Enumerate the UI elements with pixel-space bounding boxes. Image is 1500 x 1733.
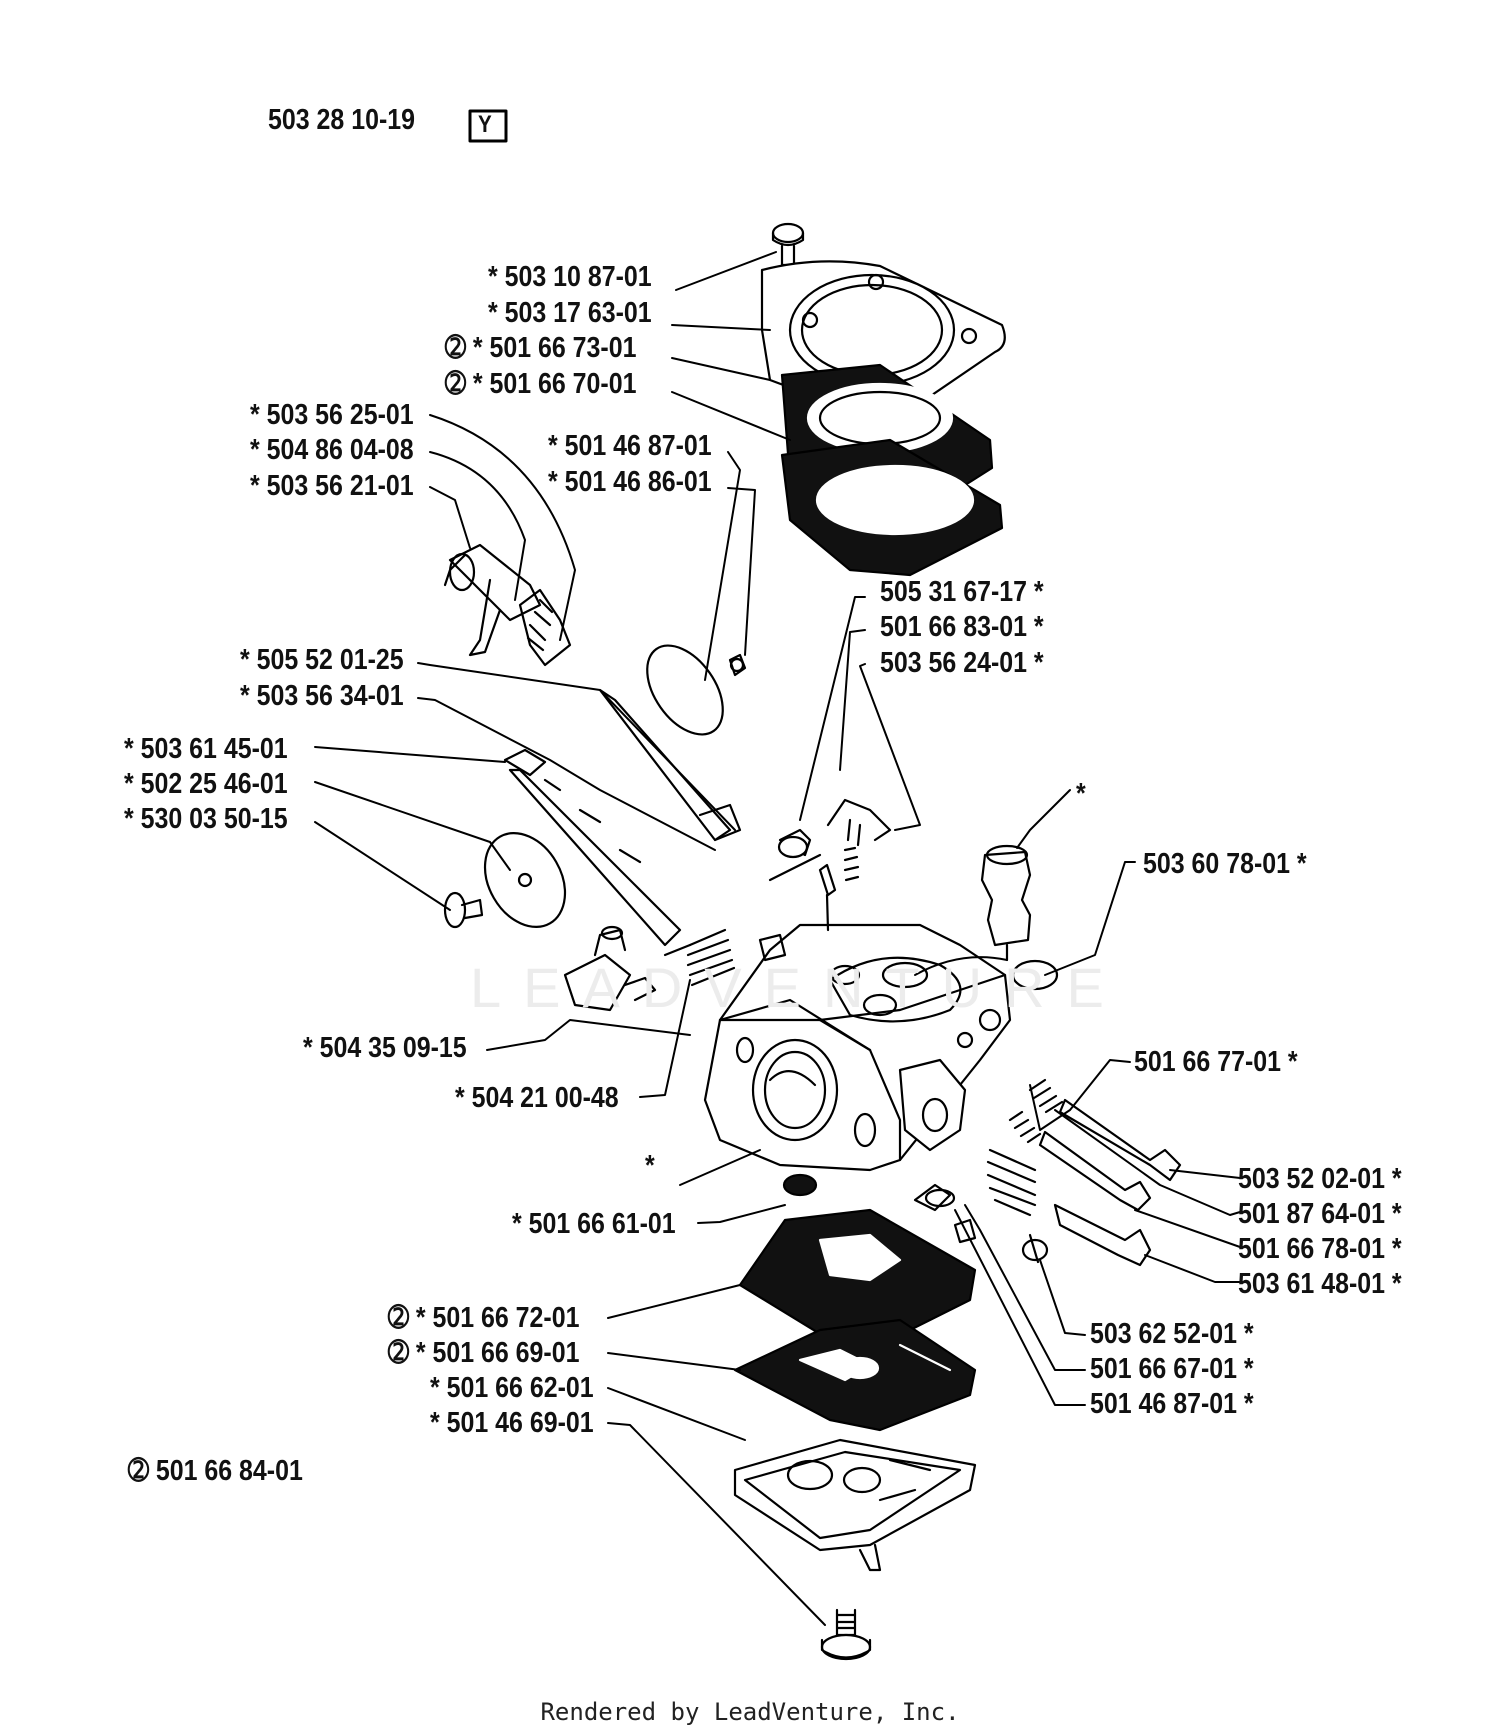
diagram-part-number: 503 28 10-19 — [268, 104, 416, 136]
part-label: 503 60 78-01 * — [1143, 848, 1307, 880]
inlet-needle-parts — [768, 798, 892, 932]
leader-lines — [314, 251, 1241, 1626]
part-label: 501 87 64-01 * — [1238, 1198, 1402, 1230]
part-label: * 504 86 04-08 — [250, 434, 414, 466]
part-label: * 504 35 09-15 — [303, 1032, 467, 1064]
footer-credit: Rendered by LeadVenture, Inc. — [540, 1698, 960, 1726]
part-label: ➁ * 501 66 72-01 — [388, 1302, 580, 1334]
part-label: 505 31 67-17 * — [880, 576, 1044, 608]
part-label: 503 61 48-01 * — [1238, 1268, 1402, 1300]
part-label: * 501 66 61-01 — [512, 1208, 676, 1240]
part-label: 501 66 78-01 * — [1238, 1233, 1402, 1265]
part-label: * 503 56 25-01 — [250, 399, 414, 431]
welch-plug-cap — [980, 844, 1032, 962]
part-label: * 505 52 01-25 — [240, 644, 404, 676]
adjusting-needles — [986, 1078, 1182, 1267]
part-label: ➁ * 501 66 70-01 — [445, 368, 637, 400]
part-label: ➁ * 501 66 69-01 — [388, 1337, 580, 1369]
part-label: * 503 17 63-01 — [488, 297, 652, 329]
part-label: * 503 56 21-01 — [250, 470, 414, 502]
part-label: * 530 03 50-15 — [124, 803, 288, 835]
part-label: 503 52 02-01 * — [1238, 1163, 1402, 1195]
part-label: * 502 25 46-01 — [124, 768, 288, 800]
watermark: LEADVENTURE — [470, 956, 1126, 1019]
part-label: ➁ * 501 66 73-01 — [445, 332, 637, 364]
metering-gasket — [738, 1208, 977, 1347]
part-label: * 501 66 62-01 — [430, 1372, 594, 1404]
part-label: * 501 46 86-01 — [548, 466, 712, 498]
cover-screw — [771, 222, 805, 267]
part-label: * 501 46 69-01 — [430, 1407, 594, 1439]
kit-part-label: ➁ 501 66 84-01 — [128, 1455, 303, 1487]
carburetor-body — [703, 923, 1012, 1172]
part-label: * 501 46 87-01 — [548, 430, 712, 462]
part-label: 503 56 24-01 * — [880, 647, 1044, 679]
fuel-inlet-elbow — [563, 925, 657, 1012]
part-label: * 503 10 87-01 — [488, 261, 652, 293]
pump-diaphragm — [780, 438, 1004, 577]
part-label: 501 46 87-01 * — [1090, 1388, 1254, 1420]
metering-cover — [733, 1438, 977, 1572]
part-label: 501 66 77-01 * — [1134, 1046, 1298, 1078]
part-label: 501 66 67-01 * — [1090, 1353, 1254, 1385]
part-label: * 503 61 45-01 — [124, 733, 288, 765]
part-label: * — [645, 1150, 655, 1182]
metering-lever-parts — [782, 1173, 1049, 1264]
welch-plug — [1011, 959, 1059, 991]
part-label: * 504 21 00-48 — [455, 1082, 619, 1114]
metering-cover-screw — [820, 1608, 872, 1661]
metering-diaphragm — [733, 1318, 977, 1432]
part-label: * — [1076, 778, 1086, 810]
part-label: * 503 56 34-01 — [240, 680, 404, 712]
part-label: 503 62 52-01 * — [1090, 1318, 1254, 1350]
model-badge-letter: Y — [478, 111, 492, 138]
badge-box — [468, 109, 508, 143]
throttle-plate — [646, 644, 747, 736]
choke-shaft-assembly — [443, 748, 682, 947]
part-label: 501 66 83-01 * — [880, 611, 1044, 643]
choke-return-spring — [663, 928, 736, 987]
